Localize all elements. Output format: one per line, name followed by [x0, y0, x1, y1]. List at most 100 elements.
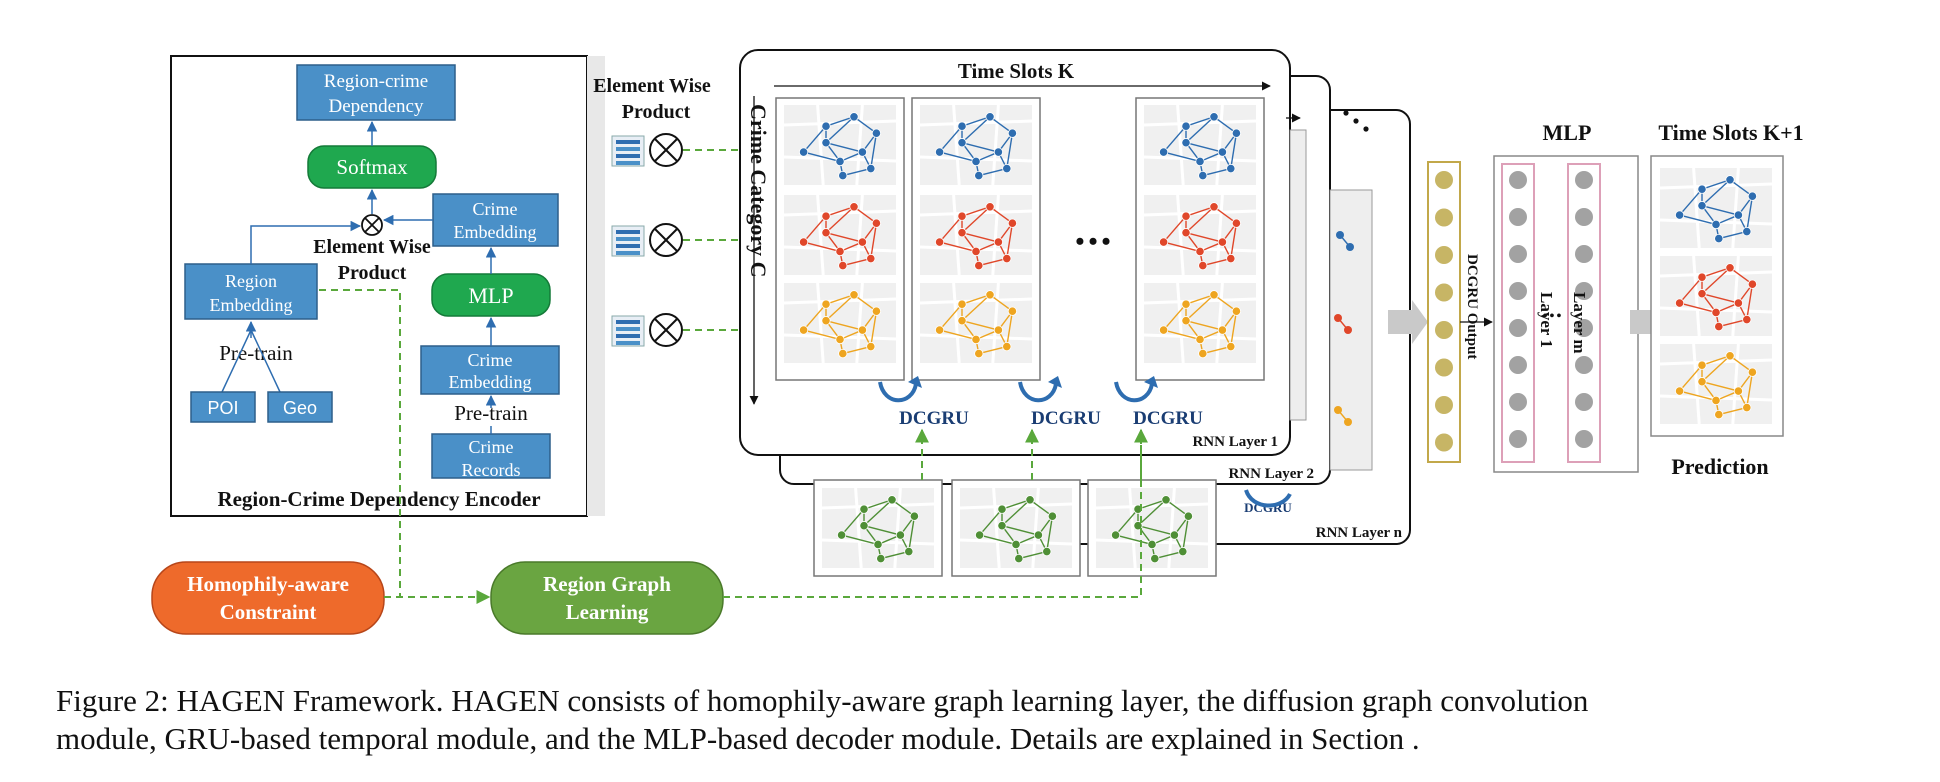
mlp-encoder-label: MLP: [468, 283, 513, 308]
crime-embedding-top-label-2: Embedding: [454, 222, 537, 242]
crime-graph: [919, 282, 1033, 364]
region-graph-label-1: Region Graph: [543, 572, 671, 596]
outer-product-label-2: Product: [622, 101, 691, 123]
prediction-title: Time Slots K+1: [1658, 120, 1803, 145]
geo-label: Geo: [283, 398, 317, 418]
crime-graph: [1143, 282, 1257, 364]
mlp-ellipsis: •••: [1543, 309, 1564, 324]
peek-fragment: [1289, 129, 1373, 471]
element-wise-row: [611, 223, 778, 257]
region-embedding-label-1: Region: [225, 271, 277, 291]
column-ellipsis: •••: [1075, 227, 1114, 256]
output-node: [1435, 246, 1453, 264]
dcgru-label-3: DCGRU: [1133, 408, 1203, 429]
mlp-node: [1509, 171, 1527, 189]
region-graph-map: [959, 487, 1073, 569]
caption-line-1: Figure 2: HAGEN Framework. HAGEN consist…: [56, 683, 1589, 718]
crime-records-label-2: Records: [462, 460, 521, 480]
outer-product-label-1: Element Wise: [593, 75, 711, 97]
dcgru-output-label: DCGRU Output: [1464, 254, 1480, 359]
output-node: [1435, 283, 1453, 302]
output-node: [1435, 396, 1453, 414]
rnn-layer-1-label: RNN Layer 1: [1192, 434, 1278, 450]
region-embedding-label-2: Embedding: [210, 295, 293, 315]
mlp-node: [1575, 208, 1593, 226]
mlp-layer-1-label: Layer 1: [1537, 292, 1556, 348]
crime-embedding-bottom-label-1: Crime: [468, 350, 513, 370]
output-node: [1435, 433, 1453, 452]
mlp-title: MLP: [1543, 120, 1592, 145]
region-graph-label-2: Learning: [566, 600, 649, 624]
region-embedding-box: [184, 263, 318, 320]
layer-dots: [1343, 110, 1369, 132]
inner-product-label-1: Element Wise: [313, 236, 431, 258]
region-graph-maps: [813, 479, 1217, 577]
dcgru-label-1: DCGRU: [899, 408, 969, 429]
output-node: [1435, 358, 1453, 377]
poi-box: [190, 391, 256, 423]
crime-embedding-bottom-box: [420, 345, 560, 395]
output-node: [1435, 171, 1453, 189]
homophily-label-2: Constraint: [220, 600, 317, 624]
figure-caption: Figure 2: HAGEN Framework. HAGEN consist…: [56, 682, 1896, 758]
mlp-layer-m-label: Layer m: [1570, 292, 1589, 354]
dcgru-label-2: DCGRU: [1031, 408, 1101, 429]
crime-embedding-top-box: [432, 193, 559, 247]
crime-records-box: [431, 433, 551, 479]
prediction-graph: [1659, 255, 1773, 337]
crime-records-label-1: Crime: [469, 437, 514, 457]
crime-graph: [1143, 194, 1257, 276]
crime-graph: [919, 104, 1033, 186]
mlp-node: [1575, 282, 1593, 300]
dependency-label-2: Dependency: [329, 96, 424, 117]
output-arrow: [1388, 300, 1428, 344]
mlp-node: [1509, 245, 1527, 263]
crime-embedding-bottom-label-2: Embedding: [449, 372, 532, 392]
crime-graph: [783, 194, 897, 276]
mlp-node: [1509, 393, 1527, 411]
mlp-node: [1509, 208, 1527, 226]
rnn-layer-2-label: RNN Layer 2: [1228, 466, 1314, 482]
mlp-node: [1575, 356, 1593, 374]
crime-category-label: Crime Category C: [746, 104, 771, 278]
pretrain-left-label: Pre-train: [219, 341, 293, 365]
poi-label: POI: [207, 398, 238, 418]
crime-graph: [783, 104, 897, 186]
dependency-label-1: Region-crime: [324, 71, 428, 92]
output-node: [1435, 208, 1453, 227]
dcgru-output-box: [1427, 161, 1461, 463]
output-node: [1435, 321, 1453, 339]
geo-box: [267, 391, 333, 423]
background-maps: [1289, 129, 1373, 471]
prediction-label: Prediction: [1671, 454, 1768, 479]
inner-product-label-2: Product: [338, 262, 407, 284]
mlp-node: [1575, 430, 1593, 448]
crime-graph: [1143, 104, 1257, 186]
region-graph-map: [821, 487, 935, 569]
caption-line-2: module, GRU-based temporal module, and t…: [56, 721, 1420, 756]
crime-embedding-top-label-1: Crime: [473, 199, 518, 219]
dependency-box: [296, 64, 456, 121]
time-slot-columns: [775, 97, 1301, 403]
mlp-node: [1509, 430, 1527, 448]
crime-graph: [783, 282, 897, 364]
encoder-title: Region-Crime Dependency Encoder: [217, 487, 540, 511]
prediction-graph: [1659, 167, 1773, 249]
mlp-node: [1509, 282, 1527, 300]
mlp-node: [1575, 393, 1593, 411]
dcgru-loop-arrow: [878, 381, 918, 403]
framework-diagram: Region-crime Dependency Softmax Element …: [151, 49, 1804, 635]
mlp-layer-1-box: [1501, 163, 1535, 463]
dcgru-loop-arrow: [1018, 381, 1058, 403]
time-slots-label: Time Slots K: [958, 59, 1075, 83]
rnn-layer-n-label: RNN Layer n: [1316, 525, 1403, 541]
mlp-node: [1509, 356, 1527, 374]
softmax-label: Softmax: [336, 155, 408, 179]
mlp-node: [1575, 171, 1593, 189]
dcgru-loop-arrow: [1114, 381, 1154, 403]
mlp-node: [1575, 245, 1593, 263]
mlp-node: [1575, 319, 1593, 337]
prediction-graph: [1659, 343, 1773, 425]
homophily-label-1: Homophily-aware: [187, 572, 349, 596]
